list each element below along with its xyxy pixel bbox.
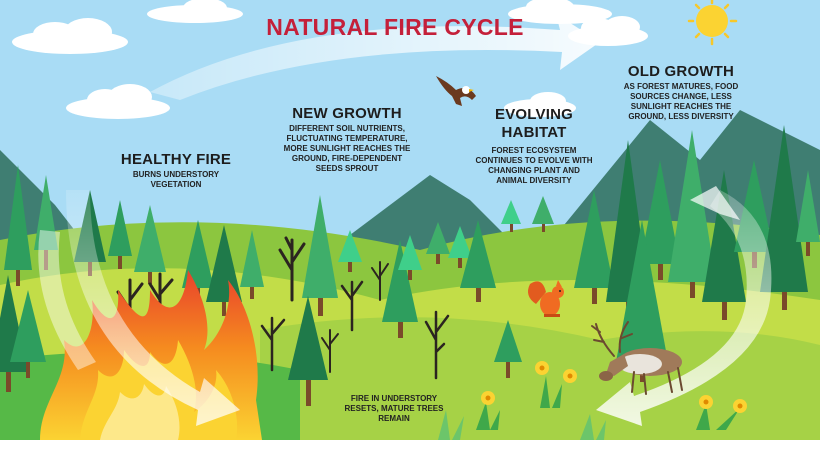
new-growth-heading: NEW GROWTH	[292, 105, 402, 122]
cloud-icon	[508, 0, 612, 24]
caribou-icon	[591, 321, 683, 395]
understory-note: FIRE IN UNDERSTORY RESETS, MATURE TREES …	[344, 394, 444, 423]
sun-icon	[687, 0, 738, 46]
cycle-arrow-icon	[150, 14, 600, 100]
eagle-icon	[436, 76, 476, 106]
squirrel-icon	[528, 280, 564, 317]
page-title: NATURAL FIRE CYCLE	[266, 14, 524, 40]
old-growth-heading: OLD GROWTH	[627, 63, 735, 80]
cycle-arrow-icon	[66, 190, 240, 426]
cycle-arrow-icon	[596, 190, 772, 426]
old-growth-body: AS FOREST MATURES, FOOD SOURCES CHANGE, …	[623, 82, 739, 121]
cloud-icon	[66, 84, 170, 119]
flower-icon	[476, 391, 500, 430]
flower-icon	[535, 361, 577, 408]
grass-tufts	[438, 410, 606, 440]
cloud-icon	[568, 16, 648, 46]
evolving-habitat-heading: EVOLVING HABITAT	[495, 106, 573, 141]
healthy-fire-body: BURNS UNDERSTORY VEGETATION	[132, 170, 220, 189]
new-growth-body: DIFFERENT SOIL NUTRIENTS, FLUCTUATING TE…	[283, 124, 411, 173]
cycle-arrow-icon	[690, 186, 740, 220]
evolving-habitat-body: FOREST ECOSYSTEM CONTINUES TO EVOLVE WIT…	[475, 146, 593, 185]
cycle-arrow-icon	[38, 230, 96, 370]
healthy-fire-heading: HEALTHY FIRE	[120, 151, 232, 168]
flower-icon	[696, 395, 747, 430]
cloud-icon	[12, 18, 128, 54]
cloud-icon	[147, 0, 243, 23]
cloud-icon	[504, 92, 576, 117]
